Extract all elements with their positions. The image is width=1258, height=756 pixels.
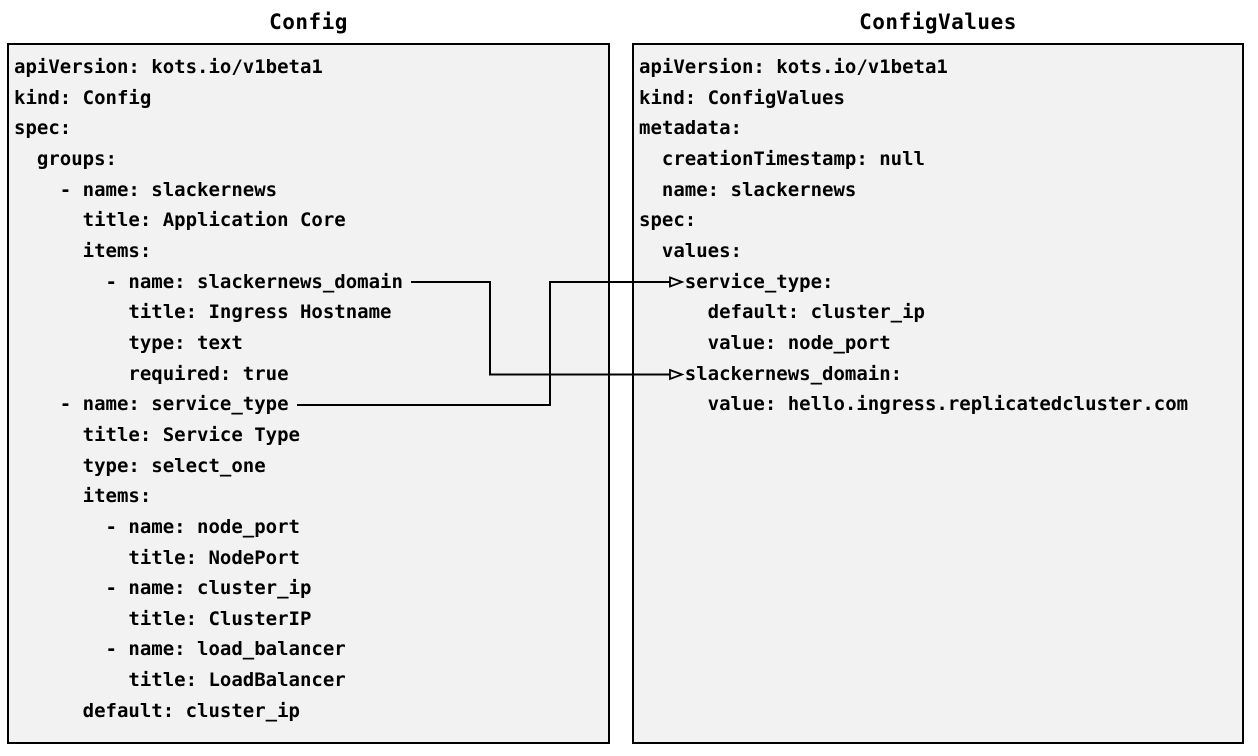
config-yaml-code: apiVersion: kots.io/v1beta1 kind: Config… — [14, 56, 403, 722]
config-panel-title: Config — [269, 10, 348, 34]
configvalues-panel: apiVersion: kots.io/v1beta1 kind: Config… — [632, 43, 1244, 744]
configvalues-yaml-code: apiVersion: kots.io/v1beta1 kind: Config… — [639, 56, 1189, 416]
config-panel: apiVersion: kots.io/v1beta1 kind: Config… — [7, 43, 610, 744]
configvalues-panel-title: ConfigValues — [859, 10, 1017, 34]
